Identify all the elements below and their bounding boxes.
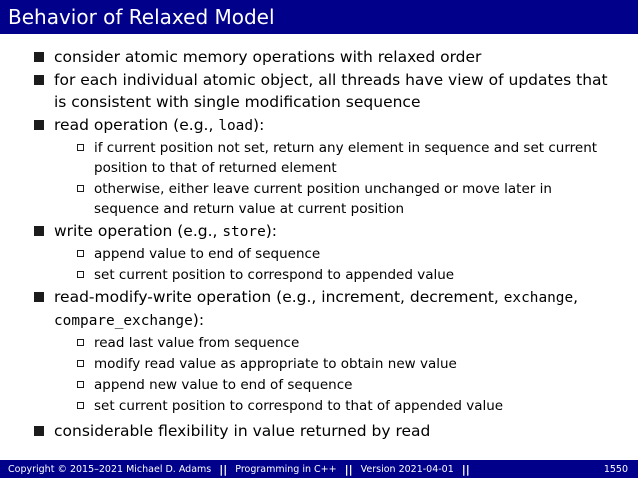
bullet-item: for each individual atomic object, all t… xyxy=(0,69,638,113)
bullet-text: read operation (e.g., xyxy=(54,116,219,134)
bullet-text: considerable flexibility in value return… xyxy=(54,422,431,440)
footer-separator: || xyxy=(219,462,228,476)
sub-bullet-text: set current position to correspond to ap… xyxy=(94,267,455,283)
sub-bullet-item: set current position to correspond to th… xyxy=(0,396,638,416)
footer-separator: || xyxy=(344,462,353,476)
hollow-square-bullet-icon xyxy=(77,185,84,192)
page-title: Behavior of Relaxed Model xyxy=(8,5,275,29)
bullet-item: consider atomic memory operations with r… xyxy=(0,46,638,68)
footer-copyright: Copyright © 2015–2021 Michael D. Adams xyxy=(8,463,212,475)
title-bar: Behavior of Relaxed Model xyxy=(0,0,638,34)
bullet-text: , xyxy=(573,288,579,306)
sub-bullet-item: if current position not set, return any … xyxy=(0,138,638,178)
square-bullet-icon xyxy=(34,75,44,85)
bullet-item: write operation (e.g., store): xyxy=(0,220,638,243)
sub-bullet-item: read last value from sequence xyxy=(0,333,638,353)
footer-course: Programming in C++ xyxy=(235,463,337,475)
sub-bullet-text: append value to end of sequence xyxy=(94,246,321,262)
code-text: exchange xyxy=(503,290,574,306)
hollow-square-bullet-icon xyxy=(77,381,84,388)
sub-bullet-item: set current position to correspond to ap… xyxy=(0,265,638,285)
code-text: load xyxy=(218,118,254,134)
page-number: 1550 xyxy=(603,463,628,475)
bullet-text: read-modify-write operation (e.g., incre… xyxy=(54,288,504,306)
sub-bullet-item: append value to end of sequence xyxy=(0,244,638,264)
bullet-item: considerable flexibility in value return… xyxy=(0,420,638,442)
bullet-item: read-modify-write operation (e.g., incre… xyxy=(0,286,638,332)
sub-bullet-text: read last value from sequence xyxy=(94,335,300,351)
square-bullet-icon xyxy=(34,120,44,130)
sub-bullet-text: if current position not set, return any … xyxy=(94,140,598,176)
sub-bullet-text: set current position to correspond to th… xyxy=(94,398,504,414)
footer-separator: || xyxy=(461,462,470,476)
footer-version: Version 2021-04-01 xyxy=(360,463,454,475)
hollow-square-bullet-icon xyxy=(77,271,84,278)
bullet-text: for each individual atomic object, all t… xyxy=(54,71,608,111)
hollow-square-bullet-icon xyxy=(77,144,84,151)
footer-bar: Copyright © 2015–2021 Michael D. Adams |… xyxy=(0,460,638,478)
bullet-item: read operation (e.g., load): xyxy=(0,114,638,137)
bullet-text: ): xyxy=(253,116,265,134)
sub-bullet-text: modify read value as appropriate to obta… xyxy=(94,356,457,372)
bullet-text: ): xyxy=(265,222,278,240)
slide-content: consider atomic memory operations with r… xyxy=(0,46,638,443)
sub-bullet-item: otherwise, either leave current position… xyxy=(0,179,638,219)
hollow-square-bullet-icon xyxy=(77,402,84,409)
bullet-text: write operation (e.g., xyxy=(54,222,223,240)
square-bullet-icon xyxy=(34,226,44,236)
bullet-text: consider atomic memory operations with r… xyxy=(54,48,482,66)
sub-bullet-item: modify read value as appropriate to obta… xyxy=(0,354,638,374)
code-text: store xyxy=(222,224,266,240)
sub-bullet-text: otherwise, either leave current position… xyxy=(94,181,552,217)
square-bullet-icon xyxy=(34,52,44,62)
hollow-square-bullet-icon xyxy=(77,250,84,257)
square-bullet-icon xyxy=(34,292,44,302)
code-text: compare_exchange xyxy=(54,313,193,329)
hollow-square-bullet-icon xyxy=(77,339,84,346)
square-bullet-icon xyxy=(34,426,44,436)
sub-bullet-text: append new value to end of sequence xyxy=(94,377,353,393)
sub-bullet-item: append new value to end of sequence xyxy=(0,375,638,395)
bullet-text: ): xyxy=(192,311,205,329)
hollow-square-bullet-icon xyxy=(77,360,84,367)
